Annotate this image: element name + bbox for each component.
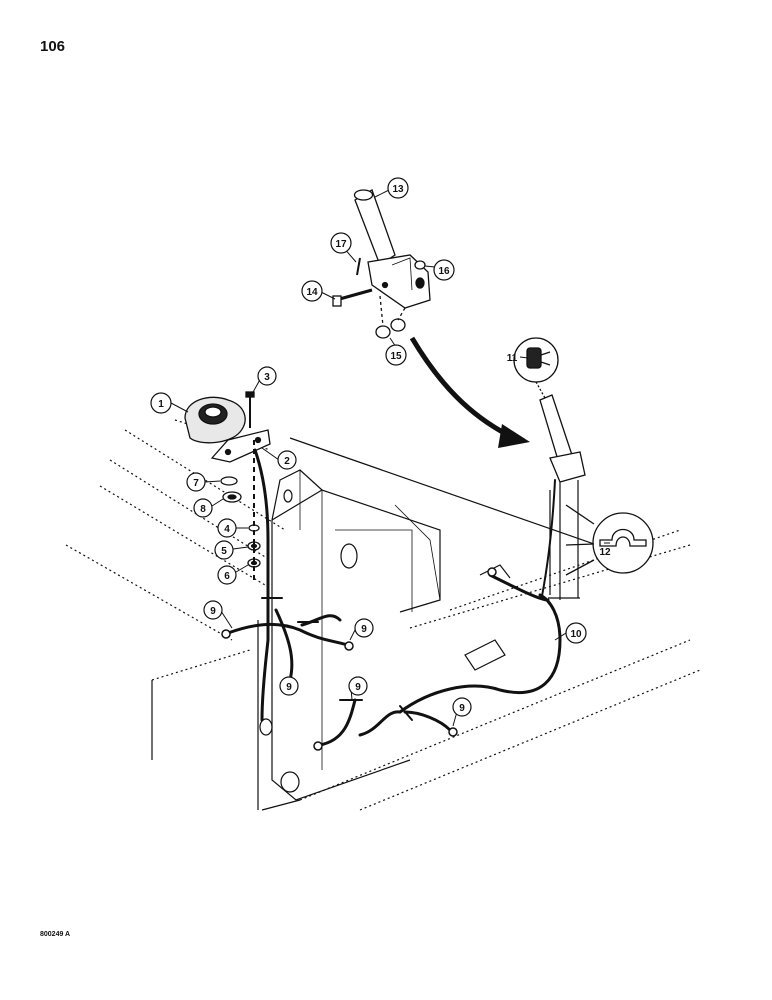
callout-9: 9 xyxy=(348,676,368,696)
callout-6: 6 xyxy=(217,565,237,585)
callout-17: 17 xyxy=(330,232,352,254)
svg-text:9: 9 xyxy=(459,703,465,714)
callout-12: 12 xyxy=(599,547,611,558)
page-number: 106 xyxy=(40,38,66,55)
svg-text:1: 1 xyxy=(158,399,164,410)
callout-8: 8 xyxy=(193,498,213,518)
callout-9: 9 xyxy=(354,618,374,638)
svg-text:8: 8 xyxy=(200,504,206,515)
callout-16: 16 xyxy=(433,259,455,281)
callout-7: 7 xyxy=(186,472,206,492)
svg-text:7: 7 xyxy=(193,478,199,489)
svg-text:9: 9 xyxy=(210,606,216,617)
callout-2: 2 xyxy=(277,450,297,470)
svg-text:3: 3 xyxy=(264,372,270,383)
svg-text:4: 4 xyxy=(224,524,230,535)
callout-10: 10 xyxy=(565,622,587,644)
figure-code: 800249 A xyxy=(40,931,71,938)
callout-9: 9 xyxy=(279,676,299,696)
machine-frame xyxy=(65,419,701,811)
callout-4: 4 xyxy=(217,518,237,538)
svg-text:14: 14 xyxy=(306,287,318,298)
assembly-arrow xyxy=(409,336,530,448)
callout-9: 9 xyxy=(203,600,223,620)
svg-text:15: 15 xyxy=(390,351,402,362)
svg-text:9: 9 xyxy=(286,682,292,693)
svg-text:12: 12 xyxy=(599,547,611,558)
svg-text:17: 17 xyxy=(335,239,347,250)
callout-3: 3 xyxy=(257,366,277,386)
svg-text:16: 16 xyxy=(438,266,450,277)
svg-text:9: 9 xyxy=(355,682,361,693)
installed-lever xyxy=(513,337,654,576)
callout-15: 15 xyxy=(385,344,407,366)
callout-14: 14 xyxy=(301,280,323,302)
horn-assembly xyxy=(184,391,271,580)
svg-text:2: 2 xyxy=(284,456,290,467)
svg-text:10: 10 xyxy=(570,629,582,640)
callout-1: 1 xyxy=(150,392,172,414)
callout-5: 5 xyxy=(214,540,234,560)
svg-text:11: 11 xyxy=(507,353,518,364)
callout-9: 9 xyxy=(452,697,472,717)
callout-13: 13 xyxy=(387,177,409,199)
wiring-harness xyxy=(221,448,562,751)
svg-text:6: 6 xyxy=(224,571,230,582)
lever-assembly xyxy=(332,189,431,339)
svg-text:9: 9 xyxy=(361,624,367,635)
svg-text:5: 5 xyxy=(221,546,227,557)
svg-text:13: 13 xyxy=(392,184,404,195)
callout-11: 11 xyxy=(507,353,518,364)
